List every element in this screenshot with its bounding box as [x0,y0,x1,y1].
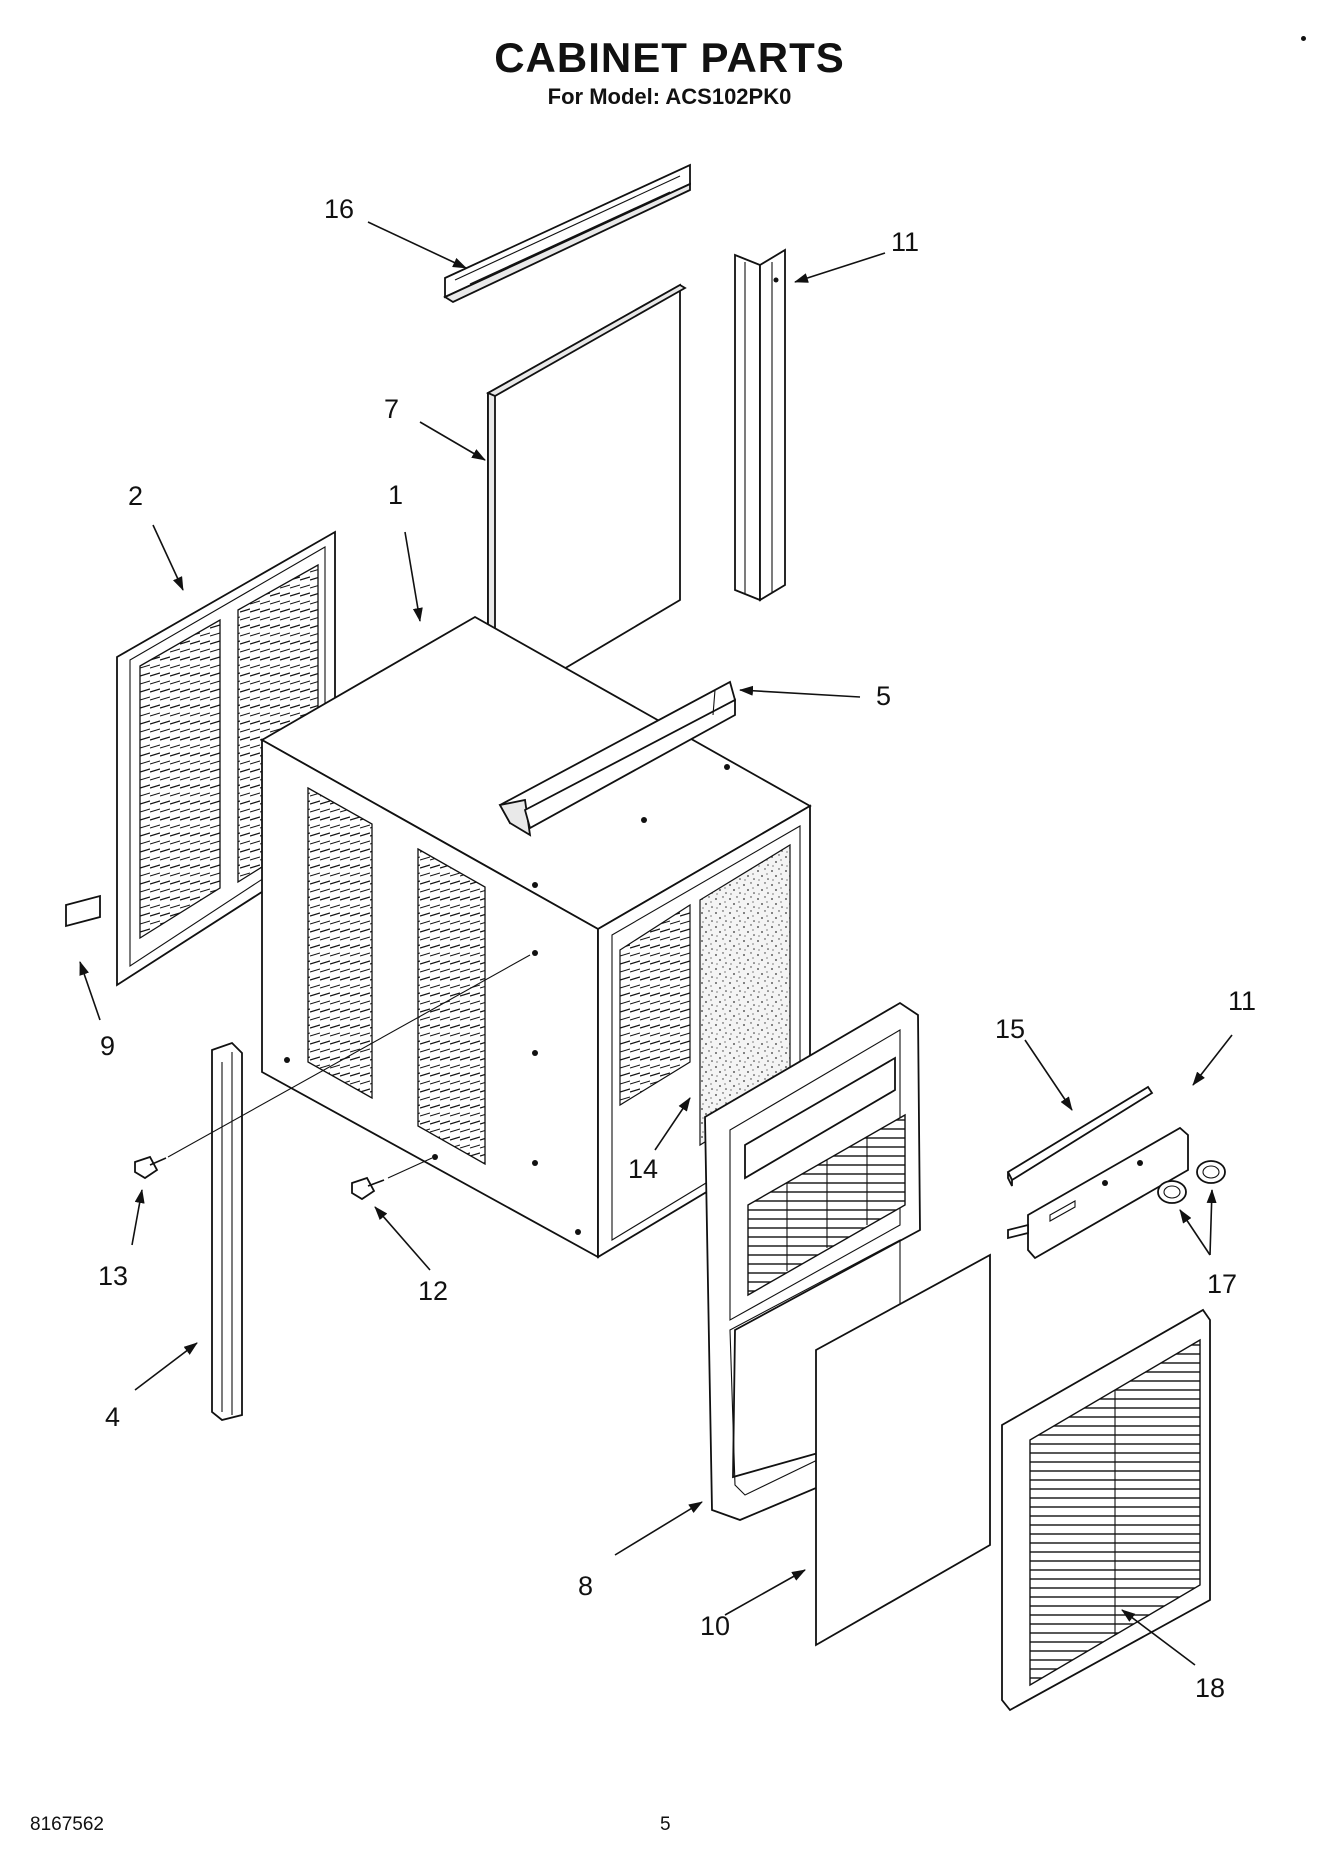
part-1-cabinet-shell [260,615,812,1259]
part-16-knob [1157,1160,1226,1204]
part-8-front-frame [704,1001,921,1521]
part-12-screw [351,1176,385,1201]
callout-14: 14 [628,1154,658,1184]
callout-15: 15 [995,1014,1025,1044]
callout-4: 4 [105,1402,120,1432]
model-subtitle: For Model: ACS102PK0 [547,84,792,109]
part-13-screw [134,1155,167,1180]
callout-2: 2 [128,481,143,511]
callout-8: 8 [578,1571,593,1601]
part-4-vertical-strip [211,1041,243,1421]
callout-16: 17 [1207,1269,1237,1299]
part-5-bracket-rail [498,680,737,837]
callout-10: 10 [700,1611,730,1641]
document-number: 8167562 [30,1814,104,1835]
callout-11: 11 [1228,986,1256,1016]
callout-13: 13 [98,1261,128,1291]
part-11-control-bracket [1007,1126,1189,1260]
part-9-label [65,894,101,928]
callout-17: 16 [324,194,354,224]
callout-6: 11 [891,227,919,257]
leader-lines [79,221,1233,1666]
callout-9: 9 [100,1031,115,1061]
part-7-insulation-panel [485,283,687,716]
corner-mark [1301,36,1306,41]
page-title: CABINET PARTS [494,34,845,81]
callout-5: 5 [876,681,891,711]
callout-18: 18 [1195,1673,1225,1703]
part-6-side-channel [734,248,786,602]
callout-12: 12 [418,1276,448,1306]
part-10-filter [815,1253,991,1647]
part-15-strip [1006,1085,1154,1187]
callout-1: 1 [388,480,403,510]
part-17-top-rail [443,163,691,304]
part-18-front-grille [1001,1308,1211,1712]
callout-7: 7 [384,394,399,424]
page-number: 5 [660,1814,671,1835]
